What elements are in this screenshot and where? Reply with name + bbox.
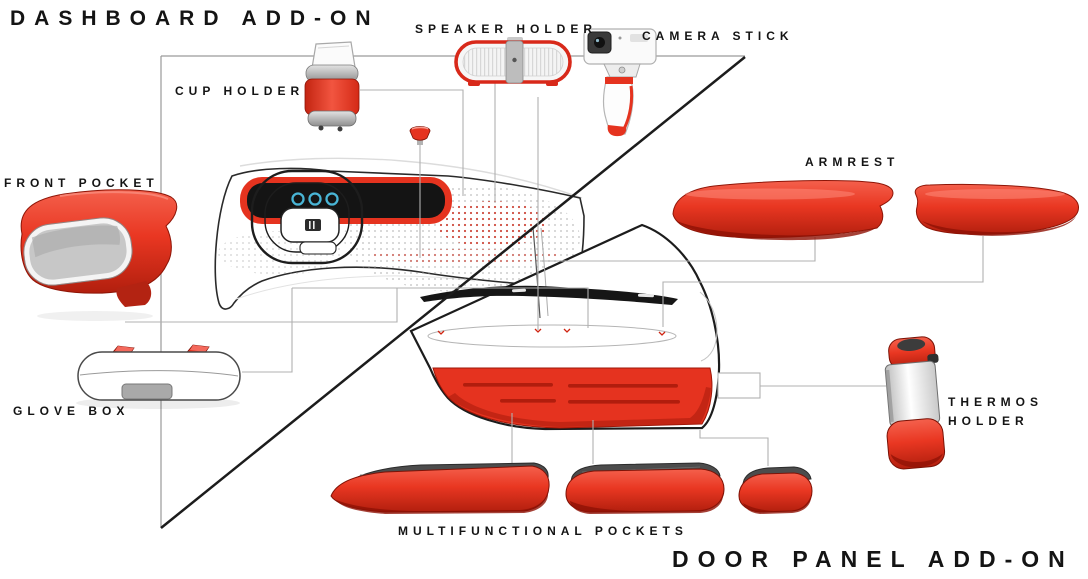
leader-armrest-right bbox=[662, 236, 984, 327]
mount-pin-render bbox=[409, 126, 431, 145]
glove-box-label: GLOVE BOX bbox=[13, 404, 130, 418]
cup-holder-label: CUP HOLDER bbox=[175, 84, 305, 98]
pocket-renders bbox=[330, 462, 813, 514]
leader-armrest-left bbox=[540, 237, 816, 262]
dashboard-sketch bbox=[214, 157, 585, 310]
leader-lines bbox=[125, 82, 984, 466]
speaker-holder-render bbox=[454, 37, 572, 86]
pocket-2 bbox=[565, 462, 725, 514]
glove-box-render bbox=[76, 344, 241, 409]
multifunctional-pockets-label: MULTIFUNCTIONAL POCKETS bbox=[398, 524, 688, 538]
door-grab-slots bbox=[463, 383, 680, 404]
pocket-3 bbox=[738, 466, 813, 514]
front-pocket-render bbox=[20, 189, 178, 321]
pocket-1 bbox=[330, 462, 550, 514]
door-panel-addon-title: DOOR PANEL ADD-ON bbox=[672, 546, 1074, 572]
mount-rail-oval bbox=[427, 324, 677, 348]
leader-front-pocket bbox=[125, 288, 398, 323]
leader-pocket-3 bbox=[699, 430, 769, 466]
leader-cup-holder bbox=[360, 89, 464, 196]
leader-glove-box bbox=[242, 288, 293, 373]
armrest-left-render bbox=[672, 180, 894, 241]
thermos-bracket bbox=[717, 372, 761, 399]
speaker-holder-label: SPEAKER HOLDER bbox=[415, 22, 598, 36]
front-pocket-label: FRONT POCKET bbox=[4, 176, 159, 190]
armrest-label: ARMREST bbox=[805, 155, 900, 169]
section-divider bbox=[160, 56, 746, 529]
camera-stick-label: CAMERA STICK bbox=[642, 29, 794, 43]
steering-wheel bbox=[250, 169, 364, 265]
thermos-holder-label: THERMOS HOLDER bbox=[948, 395, 1043, 428]
window-sill-strip bbox=[420, 285, 678, 305]
armrest-right-render bbox=[914, 183, 1079, 236]
dashboard-addon-title: DASHBOARD ADD-ON bbox=[10, 7, 380, 30]
door-panel-sketch bbox=[409, 223, 721, 431]
camera-stick-render bbox=[583, 28, 657, 137]
thermos-holder-render bbox=[884, 336, 946, 470]
mount-point-marks bbox=[437, 328, 666, 336]
leader-underdash-rail bbox=[292, 287, 589, 328]
cup-holder-render bbox=[304, 41, 360, 132]
